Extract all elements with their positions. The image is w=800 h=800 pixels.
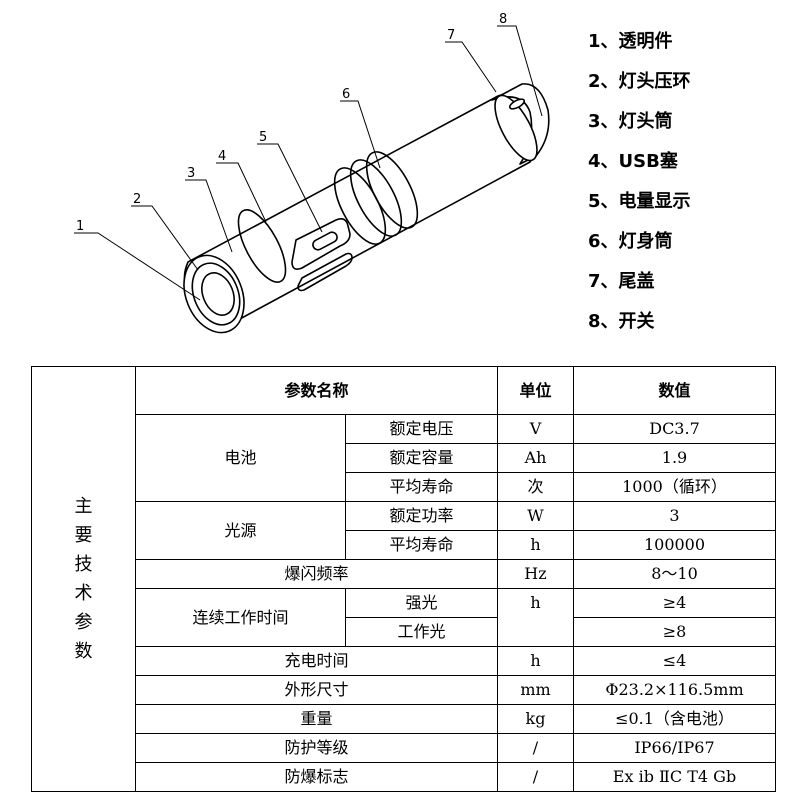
param-value: 8～10 (573, 559, 776, 589)
callout-1: 1 (76, 219, 84, 234)
param-name: 额定电压 (345, 414, 498, 444)
body-groove-b (349, 159, 403, 237)
side-label: 主要技术参数 (74, 496, 93, 662)
param-name: 平均寿命 (345, 530, 498, 560)
param-unit: / (497, 762, 574, 792)
light-source-label: 光源 (135, 501, 346, 560)
usb-slot (297, 252, 353, 292)
param-name: 工作光 (345, 617, 498, 647)
param-unit: h (497, 530, 574, 560)
param-value: Ex ib ⅡC T4 Gb (573, 762, 776, 792)
param-unit: W (497, 501, 574, 531)
callout-5: 5 (259, 130, 267, 145)
param-unit: h (497, 646, 574, 676)
param-unit: V (497, 414, 574, 444)
param-value: ≤0.1（含电池） (573, 704, 776, 734)
param-name: 重量 (135, 704, 498, 734)
param-value: ≤4 (573, 646, 776, 676)
param-value: 1000（循环） (573, 472, 776, 502)
header-name: 参数名称 (135, 366, 498, 415)
param-value: Φ23.2×116.5mm (573, 675, 776, 705)
param-unit: h (497, 588, 574, 647)
callout-8: 8 (499, 12, 507, 27)
param-unit: kg (497, 704, 574, 734)
param-name: 强光 (345, 588, 498, 618)
callout-3: 3 (187, 166, 195, 181)
part-item: 3、灯头筒 (588, 111, 673, 132)
param-value: ≥4 (573, 588, 776, 618)
part-item: 1、透明件 (588, 31, 673, 52)
param-name: 防爆标志 (135, 762, 498, 792)
part-item: 4、USB塞 (588, 151, 678, 172)
callout-6: 6 (342, 87, 350, 102)
part-item: 5、电量显示 (588, 191, 691, 212)
callout-2: 2 (133, 192, 141, 207)
param-value: ≥8 (573, 617, 776, 647)
param-name: 额定容量 (345, 443, 498, 473)
param-name: 额定功率 (345, 501, 498, 531)
battery-label: 电池 (135, 414, 346, 502)
callout-7: 7 (447, 28, 455, 43)
tail-cap-ring (494, 94, 538, 162)
continuous-label: 连续工作时间 (135, 588, 346, 647)
parts-legend: 1、透明件 2、灯头压环 3、灯头筒 4、USB塞 5、电量显示 6、灯身筒 7… (588, 22, 691, 342)
param-value: 3 (573, 501, 776, 531)
param-name: 外形尺寸 (135, 675, 498, 705)
flashlight-diagram: 1 2 3 4 5 6 7 8 (74, 12, 550, 334)
side-label-cell: 主要技术参数 (31, 366, 136, 792)
param-name: 平均寿命 (345, 472, 498, 502)
header-value: 数值 (573, 366, 776, 415)
param-value: 100000 (573, 530, 776, 560)
usb-plug (291, 218, 351, 270)
part-item: 6、灯身筒 (588, 231, 673, 252)
battery-indicator (312, 231, 338, 251)
param-name: 爆闪频率 (135, 559, 498, 589)
part-item: 2、灯头压环 (588, 71, 691, 92)
head-groove (237, 209, 287, 283)
header-unit: 单位 (497, 366, 574, 415)
switch (508, 98, 526, 110)
part-item: 8、开关 (588, 311, 655, 332)
body-groove-c (365, 151, 419, 229)
spec-table: 主要技术参数 参数名称 单位 数值 电池 额定电压 V DC3.7 额定容量 A… (31, 366, 776, 792)
param-unit: 次 (497, 472, 574, 502)
part-item: 7、尾盖 (588, 271, 655, 292)
param-unit: Ah (497, 443, 574, 473)
param-name: 充电时间 (135, 646, 498, 676)
param-name: 防护等级 (135, 733, 498, 763)
param-value: IP66/IP67 (573, 733, 776, 763)
lens-inner (201, 272, 235, 316)
param-unit: mm (497, 675, 574, 705)
param-value: 1.9 (573, 443, 776, 473)
param-unit: / (497, 733, 574, 763)
param-value: DC3.7 (573, 414, 776, 444)
callout-4: 4 (218, 149, 226, 164)
param-unit: Hz (497, 559, 574, 589)
